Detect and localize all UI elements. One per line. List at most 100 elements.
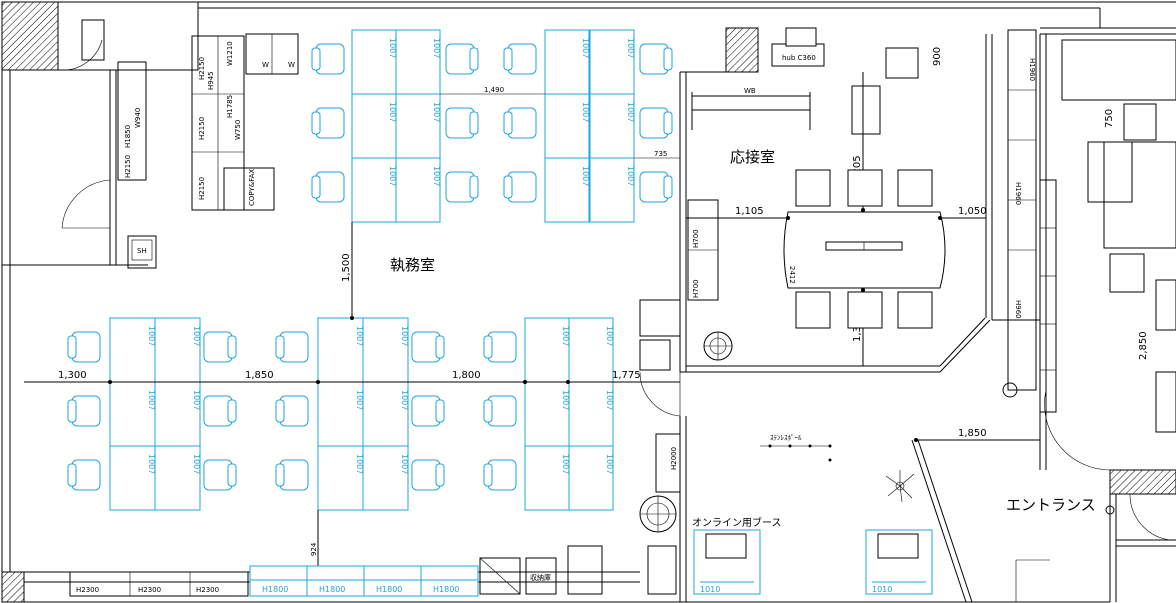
desk-label: 1007 (561, 454, 570, 474)
office-chair (275, 395, 309, 427)
office-chair (445, 171, 479, 203)
desk (524, 317, 570, 383)
desk (568, 317, 614, 383)
office-chair (275, 459, 309, 491)
office-chair (411, 459, 445, 491)
desk-label: 1007 (581, 38, 590, 58)
sh-label: SH (137, 247, 147, 255)
desk-label: 1007 (400, 326, 409, 346)
desk (109, 381, 156, 447)
dim-1775: 1,775 (612, 370, 641, 381)
desk-label: 1007 (432, 38, 441, 58)
desk-label: 1007 (400, 454, 409, 474)
desk (544, 93, 590, 159)
desk (395, 93, 441, 159)
cabinet-storage-label: 収納庫 (530, 573, 551, 582)
cabinet-h2150-label-3: H2150 (198, 177, 206, 200)
storage-h1800-label: H1800 (262, 585, 288, 594)
desk-label: 1007 (355, 390, 364, 410)
desk-label: 1007 (432, 102, 441, 122)
desk (524, 445, 570, 511)
office-chair (639, 43, 673, 75)
cabinet-w-label-2: W (288, 61, 295, 69)
cabinet-h2150-label-2: H2150 (198, 117, 206, 140)
dim-2850: 2,850 (1138, 331, 1149, 360)
office-chair (411, 395, 445, 427)
desk (154, 381, 201, 447)
office-chair (203, 395, 237, 427)
office-chair (503, 107, 537, 139)
desk-label: 1007 (605, 390, 614, 410)
desk (362, 317, 409, 383)
desk-label: 1007 (626, 38, 635, 58)
office-chair (445, 43, 479, 75)
storage-h2300-label: H2300 (76, 586, 99, 594)
storage-h1800-label-2: H1800 (319, 585, 345, 594)
office-chair (411, 331, 445, 363)
desk-label: 1007 (388, 102, 397, 122)
office-chair (275, 331, 309, 363)
desk-label: 1007 (192, 390, 201, 410)
reception-room-label: 応接室 (730, 148, 775, 166)
desk-clusters: 1007 1007 1007 1007 1007 1007 1007 1007 1007 1007… (109, 29, 635, 511)
dim-1300: 1,300 (58, 370, 87, 381)
desk-label: 1007 (147, 390, 156, 410)
desk-label: 1007 (355, 326, 364, 346)
desk (395, 29, 441, 95)
office-chair (483, 459, 517, 491)
desk-label: 1007 (605, 326, 614, 346)
desk-label: 1007 (605, 454, 614, 474)
office-chair (503, 43, 537, 75)
entrance-label: エントランス (1006, 496, 1096, 514)
shelf-h1960-label-2: H1960 (1014, 182, 1022, 205)
dim-1490: 1,490 (484, 86, 504, 94)
office-chair (483, 395, 517, 427)
desk-label: 1007 (626, 102, 635, 122)
cabinet-w1210-label: W1210 (226, 41, 234, 66)
shelf-h960-label: H960 (1014, 300, 1022, 319)
desk (317, 445, 364, 511)
desk (317, 381, 364, 447)
office-chair (203, 459, 237, 491)
stainless-pole-label: ｽﾃﾝﾚｽﾎﾟｰﾙ (770, 434, 802, 442)
dim-1800: 1,800 (452, 370, 481, 381)
office-chair (311, 171, 345, 203)
desk-label: 1007 (192, 326, 201, 346)
desk (568, 381, 614, 447)
office-chair (639, 107, 673, 139)
hub-label: hub C360 (782, 54, 816, 62)
shelf-h1960-label: H1960 (1028, 58, 1036, 81)
cabinet-w750-label: W750 (234, 120, 242, 140)
office-chair (445, 107, 479, 139)
booth-size-label-2: 1010 (872, 585, 892, 594)
dim-750: 750 (1104, 109, 1115, 128)
desk-label: 1007 (388, 38, 397, 58)
storage-h2300-label-3: H2300 (196, 586, 219, 594)
dim-1500: 1,500 (341, 253, 352, 282)
whiteboard-label: WB (744, 87, 756, 95)
office-chair (311, 107, 345, 139)
desk (589, 93, 635, 159)
cabinet-w940-label: W940 (134, 108, 142, 128)
cabinet-h700-label-2: H700 (692, 279, 700, 298)
bottom-storage: H2300 H2300 H2300 H1800 H1800 H1800 H180… (69, 565, 479, 597)
office-chair (483, 331, 517, 363)
cabinet-h1850-label: H1850 (124, 125, 132, 148)
desk-label: 1007 (561, 390, 570, 410)
office-chair (639, 171, 673, 203)
shelf-h2000-label: H2000 (670, 447, 678, 470)
cabinet-h2150-label-4: H2150 (124, 155, 132, 178)
desk (154, 445, 201, 511)
desk (589, 157, 635, 223)
office-chair (67, 459, 101, 491)
desk-label: 1007 (432, 166, 441, 186)
dim-735: 735 (654, 150, 667, 158)
reception-furniture: WB hub C360 2412 H700 H700 (639, 27, 946, 371)
cabinet-h945-label: H945 (207, 71, 215, 90)
office-chair (67, 395, 101, 427)
storage-cabinets: W W W1210 H2150 H1785 H2150 H2150 W750 H… (117, 33, 299, 269)
dim-1050: 1,050 (958, 206, 987, 217)
entrance-area: H2000 収納庫 ｽﾃﾝﾚｽﾎﾟｰﾙ 1010 1010 (479, 433, 1115, 595)
storage-h2300-label-2: H2300 (138, 586, 161, 594)
